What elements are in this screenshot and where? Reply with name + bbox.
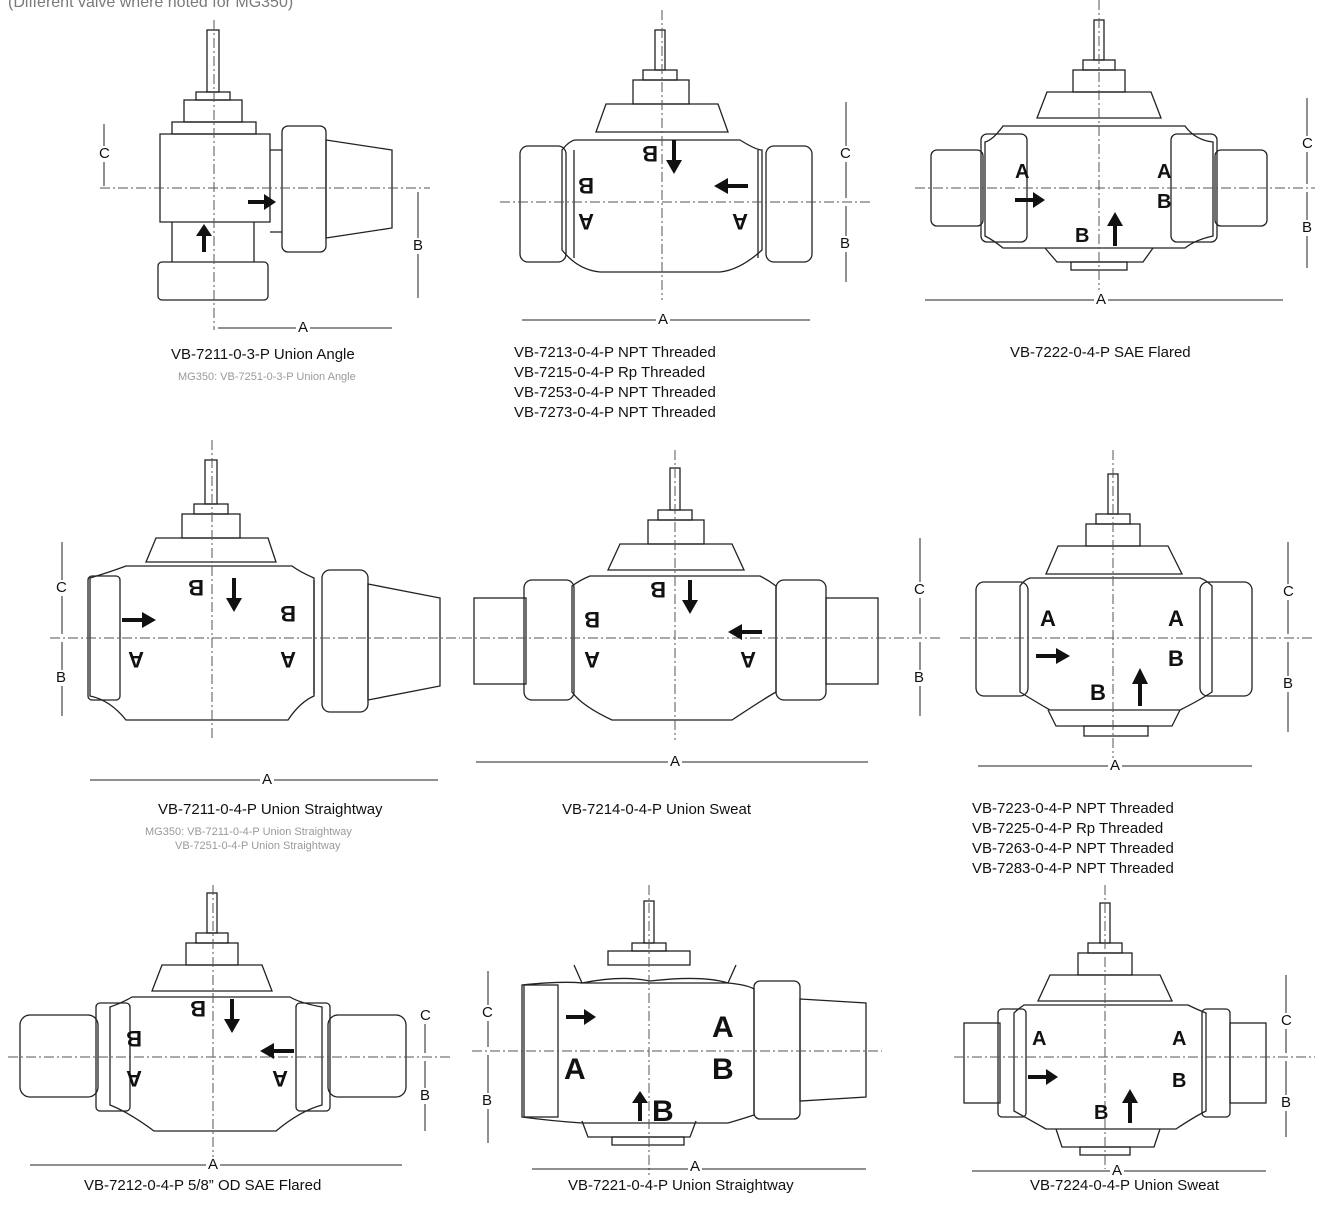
dim-label-c: C: [912, 581, 927, 598]
valve-caption-line: VB-7223-0-4-P NPT Threaded: [972, 800, 1174, 817]
svg-text:A: A: [1168, 606, 1184, 631]
dim-label-a: A: [1110, 1162, 1125, 1179]
svg-text:A: A: [1015, 161, 1029, 183]
svg-text:A: A: [1157, 161, 1171, 183]
mg350-note: MG350: VB-7211-0-4-P Union Straightway: [145, 826, 352, 838]
valve-caption-line: VB-7213-0-4-P NPT Threaded: [514, 344, 716, 361]
valve-caption-line: VB-7225-0-4-P Rp Threaded: [972, 820, 1164, 837]
svg-text:B: B: [280, 601, 296, 626]
mg350-note: MG350: VB-7251-0-3-P Union Angle: [178, 371, 356, 383]
valve-drawing: [100, 20, 430, 330]
svg-text:B: B: [1075, 225, 1089, 247]
dim-label-a: A: [1108, 757, 1123, 774]
dim-label-c: C: [480, 1004, 495, 1021]
valve-diagram-5-8-od-sae-flared: B B A A C B A VB-7212-0-4-P 5/8” OD SAE …: [0, 885, 460, 1209]
svg-text:A: A: [1040, 606, 1056, 631]
valve-caption-line: VB-7283-0-4-P NPT Threaded: [972, 860, 1174, 877]
svg-text:A: A: [732, 209, 748, 234]
header-note: (Different valve where noted for MG350): [8, 0, 294, 11]
valve-caption: VB-7221-0-4-P Union Straightway: [568, 1177, 794, 1194]
valve-caption: VB-7211-0-4-P Union Straightway: [158, 801, 383, 818]
svg-text:B: B: [712, 1053, 734, 1086]
svg-text:A: A: [1172, 1028, 1186, 1050]
dim-label-a: A: [296, 319, 311, 336]
valve-caption: VB-7214-0-4-P Union Sweat: [562, 801, 751, 818]
svg-text:B: B: [1157, 191, 1171, 213]
valve-diagram-npt-threaded-2way: B B A A C B A VB-7213-0-4-P NPT Threaded…: [470, 0, 890, 430]
svg-text:A: A: [712, 1011, 734, 1044]
valve-diagram-union-sweat-2way: B B A A C B A VB-7214-0-4-P Union Sweat: [462, 430, 940, 830]
svg-text:A: A: [280, 647, 296, 672]
svg-text:B: B: [584, 607, 600, 632]
dim-label-a: A: [260, 771, 275, 788]
svg-text:A: A: [126, 1066, 142, 1091]
svg-text:B: B: [1172, 1070, 1186, 1092]
svg-text:A: A: [1032, 1028, 1046, 1050]
valve-caption: VB-7212-0-4-P 5/8” OD SAE Flared: [84, 1177, 322, 1194]
valve-drawing: B B A A: [462, 450, 940, 763]
valve-diagram-npt-threaded-3way: A A B B C B A VB-7223-0-4-P NPT Threaded…: [950, 430, 1323, 890]
mg350-note: VB-7251-0-4-P Union Straightway: [175, 840, 341, 852]
dim-label-b: B: [480, 1092, 495, 1109]
dim-label-b: B: [1281, 675, 1296, 692]
dim-label-b: B: [418, 1087, 433, 1104]
dim-label-b: B: [838, 235, 853, 252]
svg-text:A: A: [578, 209, 594, 234]
dim-label-c: C: [1279, 1012, 1294, 1029]
valve-diagram-union-angle: C B A VB-7211-0-3-P Union Angle MG350: V…: [0, 0, 440, 400]
dim-label-a: A: [206, 1156, 221, 1173]
dim-label-a: A: [1094, 291, 1109, 308]
dim-label-b: B: [54, 669, 69, 686]
dim-label-c: C: [418, 1007, 433, 1024]
valve-diagram-union-straightway-3way: A A B B C B A VB-7221-0-4-P Union Straig…: [462, 885, 940, 1209]
valve-drawing: A A B B: [472, 885, 882, 1175]
svg-text:A: A: [584, 647, 600, 672]
svg-text:B: B: [188, 575, 204, 600]
svg-text:B: B: [1090, 680, 1106, 705]
svg-text:A: A: [564, 1053, 586, 1086]
svg-text:A: A: [740, 647, 756, 672]
valve-diagram-union-sweat-3way: A A B B C B A VB-7224-0-4-P Union Sweat: [950, 885, 1323, 1209]
svg-text:B: B: [642, 141, 658, 166]
valve-drawing: B B A A: [50, 440, 460, 781]
dim-label-b: B: [1279, 1094, 1294, 1111]
valve-caption: VB-7224-0-4-P Union Sweat: [1030, 1177, 1219, 1194]
valve-drawing: A A B B: [960, 450, 1315, 767]
dim-label-c: C: [838, 145, 853, 162]
valve-diagram-union-straightway: B B A A C B A VB-7211-0-4-P Union Straig…: [0, 430, 460, 870]
dim-label-b: B: [411, 237, 426, 254]
dim-label-b: B: [1300, 219, 1315, 236]
svg-text:B: B: [1168, 646, 1184, 671]
svg-text:B: B: [1094, 1102, 1108, 1124]
valve-diagram-sae-flared-3way: A A B B C B A VB-7222-0-4-P SAE Flared: [895, 0, 1323, 400]
valve-caption-line: VB-7273-0-4-P NPT Threaded: [514, 404, 716, 421]
valve-caption-line: VB-7263-0-4-P NPT Threaded: [972, 840, 1174, 857]
svg-text:B: B: [190, 996, 206, 1021]
svg-text:B: B: [652, 1095, 674, 1128]
dim-label-c: C: [54, 579, 69, 596]
dim-label-b: B: [912, 669, 927, 686]
svg-text:B: B: [650, 577, 666, 602]
dim-label-c: C: [97, 145, 112, 162]
dim-label-a: A: [668, 753, 683, 770]
valve-caption: VB-7222-0-4-P SAE Flared: [1010, 344, 1191, 361]
dim-label-a: A: [656, 311, 671, 328]
valve-drawing: A A B B: [954, 885, 1315, 1172]
dim-label-c: C: [1300, 135, 1315, 152]
svg-text:A: A: [128, 647, 144, 672]
valve-drawing: B B A A: [8, 885, 450, 1166]
dim-label-a: A: [688, 1158, 703, 1175]
svg-text:A: A: [272, 1066, 288, 1091]
valve-drawing: A A B B: [915, 0, 1315, 301]
svg-text:B: B: [578, 173, 594, 198]
dim-label-c: C: [1281, 583, 1296, 600]
valve-caption: VB-7211-0-3-P Union Angle: [171, 346, 355, 363]
valve-caption-line: VB-7253-0-4-P NPT Threaded: [514, 384, 716, 401]
valve-caption-line: VB-7215-0-4-P Rp Threaded: [514, 364, 706, 381]
svg-text:B: B: [126, 1026, 142, 1051]
valve-drawing: B B A A: [500, 10, 870, 321]
